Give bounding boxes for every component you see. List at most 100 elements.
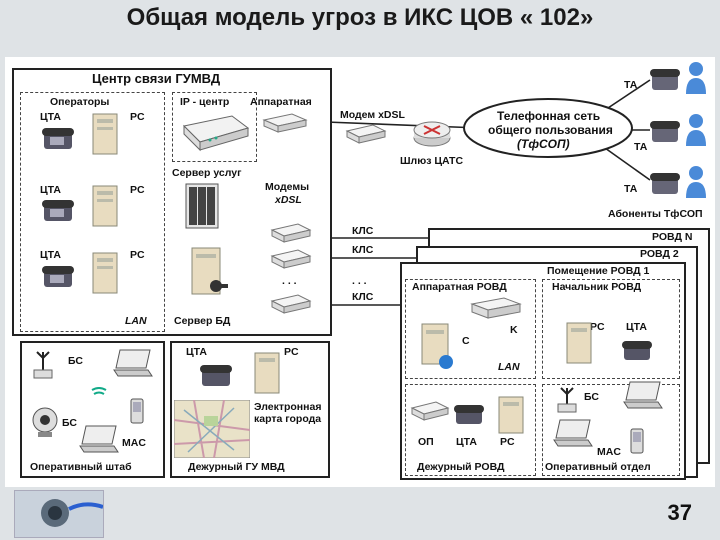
rovd-room-label: Помещение РОВД 1 bbox=[547, 265, 650, 277]
pc-tower-icon bbox=[92, 113, 118, 155]
pstn-line-2: общего пользования bbox=[488, 123, 613, 137]
duty-rovd-group bbox=[405, 384, 536, 476]
pc-label-1: PC bbox=[130, 111, 145, 123]
pc-tower-icon bbox=[92, 185, 118, 227]
ta-label-2: ТА bbox=[634, 141, 648, 153]
kls-label-2: КЛС bbox=[352, 244, 374, 256]
operators-label: Операторы bbox=[50, 96, 110, 108]
phone-icon bbox=[650, 173, 680, 194]
rovd-2-label: РОВД 2 bbox=[640, 248, 679, 260]
rovd-cta-label: ЦТА bbox=[626, 321, 648, 333]
phone-icon bbox=[42, 266, 74, 287]
rovd-pc-label: PC bbox=[590, 321, 605, 333]
pstn-line-1: Телефонная сеть bbox=[497, 109, 601, 123]
modem-icon bbox=[270, 223, 312, 243]
antenna-icon bbox=[33, 351, 53, 379]
switch-icon bbox=[470, 297, 522, 319]
pstn-cloud bbox=[463, 98, 633, 158]
page-number: 37 bbox=[667, 500, 692, 525]
duty-rovd-caption: Дежурный РОВД bbox=[417, 461, 505, 473]
modem-xdsl-label: Модем xDSL bbox=[340, 109, 405, 121]
modems-label: Модемы bbox=[265, 181, 310, 193]
duty-op-label: ОП bbox=[418, 436, 434, 448]
ip-center-device-icon bbox=[182, 115, 250, 152]
phone-icon bbox=[454, 405, 484, 424]
modem-icon bbox=[270, 249, 312, 269]
hq-mac-label: MAC bbox=[122, 437, 146, 449]
lan-label: LAN bbox=[125, 315, 147, 327]
gateway-router-icon bbox=[413, 121, 451, 147]
modems-dots: . . . bbox=[282, 275, 297, 287]
ta-label-1: ТА bbox=[624, 79, 638, 91]
rovd-chief-label: Начальник РОВД bbox=[552, 281, 642, 293]
phone-icon bbox=[42, 200, 74, 221]
kls-dots: . . . bbox=[352, 275, 367, 287]
duty-gu-pc-label: PC bbox=[284, 346, 299, 358]
rovd-c-label: C bbox=[462, 335, 470, 347]
laptop-icon bbox=[113, 349, 153, 377]
person-icon bbox=[686, 62, 706, 94]
ops-dept-group bbox=[542, 384, 680, 476]
phone-icon bbox=[650, 69, 680, 90]
cta-label-3: ЦТА bbox=[40, 249, 62, 261]
pc-tower-icon bbox=[92, 252, 118, 294]
phone-icon bbox=[42, 128, 74, 149]
pc-label-2: PC bbox=[130, 184, 145, 196]
hq-caption: Оперативный штаб bbox=[30, 461, 132, 473]
pc-label-3: PC bbox=[130, 249, 145, 261]
modem-icon bbox=[345, 124, 387, 144]
db-server-icon bbox=[191, 247, 228, 295]
switch-icon bbox=[262, 113, 308, 133]
laptop-icon bbox=[79, 425, 119, 453]
modem-icon bbox=[270, 294, 312, 314]
person-icon bbox=[686, 166, 706, 198]
map-label-1: Электронная bbox=[254, 401, 322, 413]
antenna-icon bbox=[557, 387, 577, 413]
hq-bs-label-2: БС bbox=[62, 417, 77, 429]
operators-group bbox=[20, 92, 165, 332]
duty-pc-label: PC bbox=[500, 436, 515, 448]
ip-center-group bbox=[172, 92, 257, 162]
phone-icon bbox=[622, 341, 652, 360]
rovd-lan-label: LAN bbox=[498, 361, 520, 373]
slide-title: Общая модель угроз в ИКС ЦОВ « 102» bbox=[126, 4, 594, 31]
rovd-mac-label: MAC bbox=[597, 446, 621, 458]
camera-icon bbox=[32, 407, 58, 437]
communications-center-header: Центр связи ГУМВД bbox=[92, 71, 221, 86]
phone-icon bbox=[650, 121, 680, 142]
gateway-label: Шлюз ЦАТС bbox=[400, 155, 464, 167]
rovd-hardware-label: Аппаратная РОВД bbox=[412, 281, 507, 293]
cta-label-1: ЦТА bbox=[40, 111, 62, 123]
phone-icon bbox=[200, 365, 232, 386]
xdsl-label: xDSL bbox=[275, 194, 302, 206]
rovd-chief-group bbox=[542, 279, 680, 379]
kls-label-1: КЛС bbox=[352, 225, 374, 237]
rovd-bs-label: БС bbox=[584, 391, 599, 403]
pc-tower-icon bbox=[254, 352, 280, 394]
mobile-phone-icon bbox=[130, 398, 144, 424]
server-rack-icon bbox=[185, 183, 219, 229]
pc-tower-icon bbox=[566, 322, 592, 364]
service-server-label: Сервер услуг bbox=[172, 167, 242, 179]
ops-dept-caption: Оперативный отдел bbox=[545, 461, 651, 473]
cable-photo-thumbnail bbox=[14, 490, 104, 538]
duty-cta-label: ЦТА bbox=[456, 436, 478, 448]
cta-label-2: ЦТА bbox=[40, 184, 62, 196]
laptop-icon bbox=[553, 419, 593, 447]
kls-label-3: КЛС bbox=[352, 291, 374, 303]
db-server-label: Сервер БД bbox=[174, 315, 231, 327]
laptop-icon bbox=[623, 381, 663, 409]
ip-center-label: IP - центр bbox=[180, 96, 230, 108]
person-icon bbox=[686, 114, 706, 146]
subscribers-label: Абоненты ТфСОП bbox=[608, 208, 703, 220]
pc-tower-icon bbox=[498, 396, 524, 434]
map-label-2: карта города bbox=[254, 413, 322, 425]
wifi-icon bbox=[91, 387, 107, 395]
hq-bs-label-1: БС bbox=[68, 355, 83, 367]
city-map-image bbox=[174, 400, 250, 458]
duty-gu-cta-label: ЦТА bbox=[186, 346, 208, 358]
rovd-k-label: K bbox=[510, 324, 518, 336]
duty-gu-caption: Дежурный ГУ МВД bbox=[188, 461, 285, 473]
hardware-label: Аппаратная bbox=[250, 96, 312, 108]
mobile-phone-icon bbox=[630, 428, 644, 454]
